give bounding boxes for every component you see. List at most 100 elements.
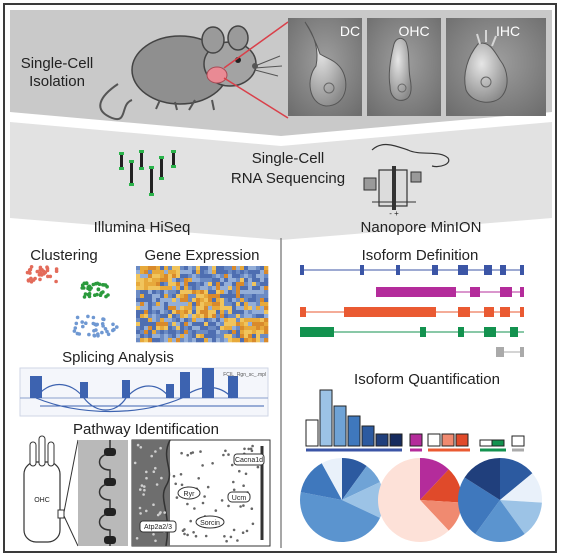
ion-dot bbox=[136, 443, 140, 447]
ion-dot bbox=[201, 464, 204, 467]
heatmap-cell bbox=[212, 274, 217, 279]
heatmap-cell bbox=[184, 318, 189, 323]
isoform-exon bbox=[420, 327, 426, 337]
heatmap-cell bbox=[204, 322, 209, 327]
gene-expression-heatmap bbox=[136, 266, 269, 343]
heatmap-cell bbox=[212, 298, 217, 303]
heatmap-cell bbox=[236, 314, 241, 319]
channel-atp2a2-label: Atp2a2/3 bbox=[144, 524, 172, 531]
heatmap-cell bbox=[148, 290, 153, 295]
heatmap-cell bbox=[152, 302, 157, 307]
heatmap-cell bbox=[212, 282, 217, 287]
heatmap-cell bbox=[220, 270, 225, 275]
heatmap-cell bbox=[228, 334, 233, 339]
ion-dot bbox=[174, 482, 177, 486]
ion-dot bbox=[222, 453, 225, 457]
heatmap-cell bbox=[224, 326, 229, 331]
heatmap-cell bbox=[168, 270, 173, 275]
heatmap-cell bbox=[260, 290, 265, 295]
ion-dot bbox=[251, 444, 254, 448]
heatmap-cell bbox=[212, 326, 217, 331]
isoform-quantification-bars bbox=[305, 389, 525, 452]
heatmap-cell bbox=[252, 270, 257, 275]
heatmap-cell bbox=[152, 330, 157, 335]
ion-dot bbox=[243, 447, 246, 451]
heatmap-cell bbox=[212, 310, 217, 315]
cluster-point bbox=[73, 326, 78, 330]
heatmap-cell bbox=[136, 286, 141, 291]
pie-slice bbox=[420, 458, 449, 500]
cluster-point bbox=[54, 269, 59, 274]
heatmap-cell bbox=[252, 330, 257, 335]
heatmap-cell bbox=[232, 310, 237, 315]
heatmap-cell bbox=[260, 338, 265, 343]
coverage-bar bbox=[180, 372, 190, 398]
heatmap-cell bbox=[172, 326, 177, 331]
heatmap-cell bbox=[192, 266, 197, 271]
heatmap-cell bbox=[264, 322, 269, 327]
heatmap-cell bbox=[168, 274, 173, 279]
heatmap-cell bbox=[216, 266, 221, 271]
cluster-point bbox=[91, 321, 96, 326]
sequencing-title-line1: Single-Cell bbox=[252, 150, 325, 167]
heatmap-cell bbox=[172, 290, 177, 295]
heatmap-cell bbox=[188, 286, 193, 291]
cluster-point bbox=[92, 334, 97, 338]
heatmap-cell bbox=[188, 294, 193, 299]
heatmap-cell bbox=[252, 314, 257, 319]
heatmap-cell bbox=[228, 310, 233, 315]
ion-dot bbox=[239, 505, 242, 508]
heatmap-cell bbox=[260, 326, 265, 331]
heatmap-cell bbox=[144, 338, 149, 343]
cluster-point bbox=[94, 323, 98, 327]
heatmap-cell bbox=[224, 302, 229, 307]
ion-dot bbox=[206, 485, 210, 489]
illumina-read-tip bbox=[159, 156, 164, 159]
heatmap-cell bbox=[136, 330, 141, 335]
isoform-exon bbox=[470, 287, 480, 297]
ion-dot bbox=[245, 529, 249, 533]
isoform-quantification-pies bbox=[299, 458, 543, 543]
zoom-line-upper bbox=[223, 21, 289, 69]
heatmap-cell bbox=[188, 270, 193, 275]
heatmap-cell bbox=[224, 318, 229, 323]
ion-dot bbox=[232, 480, 235, 484]
heatmap-cell bbox=[196, 266, 201, 271]
heatmap-cell bbox=[168, 282, 173, 287]
illumina-read bbox=[160, 156, 163, 180]
heatmap-cell bbox=[228, 326, 233, 331]
ion-dot bbox=[238, 469, 241, 473]
heatmap-cell bbox=[212, 270, 217, 275]
pie-slice bbox=[321, 458, 342, 500]
heatmap-cell bbox=[156, 266, 161, 271]
heatmap-cell bbox=[244, 278, 249, 283]
heatmap-cell bbox=[196, 314, 201, 319]
heatmap-cell bbox=[240, 314, 245, 319]
heatmap-cell bbox=[200, 282, 205, 287]
heatmap-cell bbox=[176, 294, 181, 299]
heatmap-cell bbox=[204, 278, 209, 283]
heatmap-cell bbox=[200, 314, 205, 319]
cluster-point bbox=[38, 271, 43, 275]
heatmap-cell bbox=[224, 290, 229, 295]
ion-dot bbox=[192, 531, 195, 534]
heatmap-cell bbox=[264, 270, 269, 275]
heatmap-cell bbox=[172, 294, 177, 299]
heatmap-cell bbox=[160, 274, 165, 279]
pie-slice bbox=[500, 500, 542, 534]
heatmap-cell bbox=[216, 334, 221, 339]
heatmap-cell bbox=[256, 314, 261, 319]
cell-image-dc bbox=[288, 18, 362, 116]
cluster-point bbox=[103, 327, 108, 331]
heatmap-cell bbox=[152, 310, 157, 315]
heatmap-cell bbox=[156, 270, 161, 275]
heatmap-cell bbox=[180, 318, 185, 323]
heatmap-cell bbox=[244, 298, 249, 303]
illumina-read-tip bbox=[129, 183, 134, 186]
heatmap-cell bbox=[244, 330, 249, 335]
heatmap-cell bbox=[180, 270, 185, 275]
heatmap-cell bbox=[184, 330, 189, 335]
channel-ryr-label: Ryr bbox=[184, 491, 196, 498]
cell-image-ohc bbox=[367, 18, 441, 116]
heatmap-cell bbox=[236, 266, 241, 271]
